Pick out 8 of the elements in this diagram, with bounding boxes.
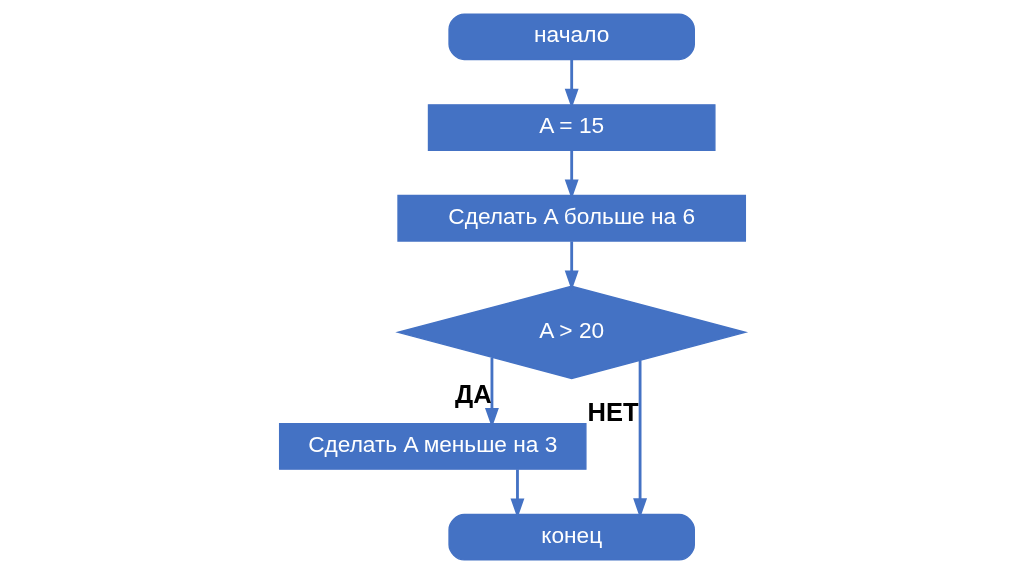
node-box: Сделать A меньше на 3 bbox=[278, 423, 587, 470]
node-box: Сделать A больше на 6 bbox=[396, 194, 746, 242]
node-box: конец bbox=[447, 513, 695, 561]
node-box: A = 15 bbox=[427, 104, 716, 151]
node-box: начало bbox=[447, 13, 695, 61]
edge-label: НЕТ bbox=[587, 397, 639, 426]
edge-label: ДА bbox=[454, 379, 492, 408]
node-diamond: A > 20 bbox=[394, 285, 748, 380]
